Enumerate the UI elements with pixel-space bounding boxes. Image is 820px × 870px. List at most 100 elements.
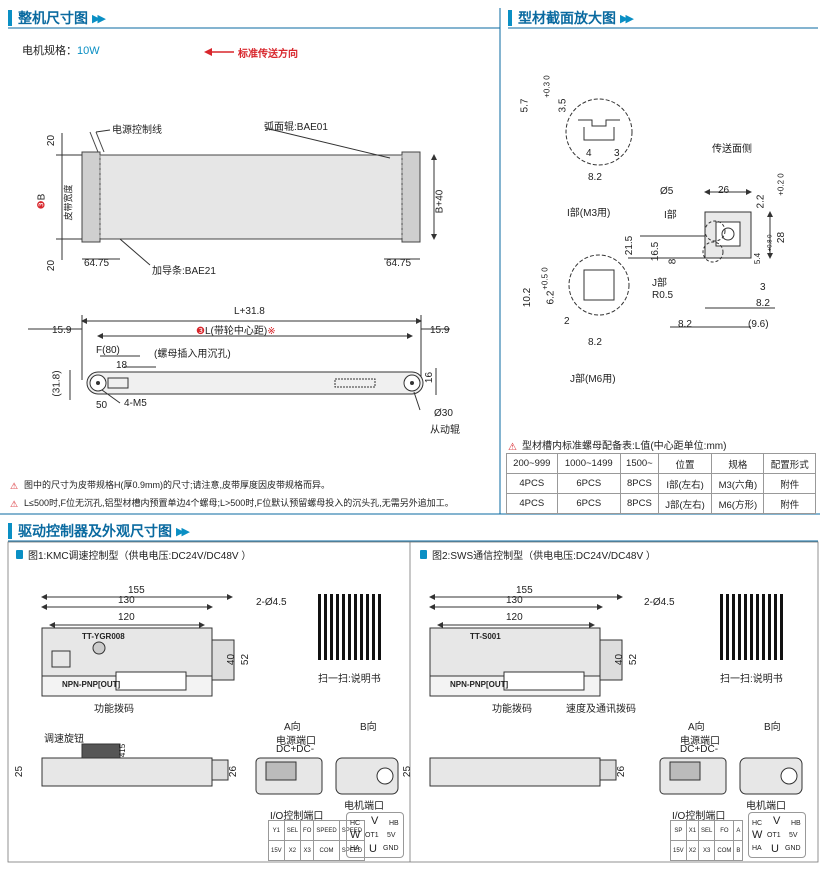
- label-dip: 功能拨码: [492, 704, 532, 715]
- label-dc: DC+DC-: [276, 744, 315, 755]
- cell: SPEED: [313, 820, 340, 841]
- section-title-controller: 驱动控制器及外观尺寸图▶▶: [8, 521, 190, 541]
- label-dip-speed: 速度及通讯拨码: [566, 704, 636, 715]
- note-2: ⚠L≤500时,F位无沉孔,铝型材槽内预置单边4个螺母;L>500时,F位默认预…: [10, 498, 454, 509]
- tol-54: +0.8 0: [767, 234, 774, 252]
- label-belt-width: 皮带宽度: [63, 184, 74, 221]
- dim-155: 155: [128, 585, 145, 596]
- profile-section: [565, 98, 775, 328]
- fig2-title: 图2:SWS通信控制型（供电电压:DC24V/DC48V ）: [420, 547, 656, 562]
- cell: 6PCS: [556, 473, 621, 494]
- label-roller: 弧面辊:BAE01: [264, 122, 328, 133]
- cell: X2: [283, 840, 302, 861]
- section-title-profile: 型材截面放大图▶▶: [508, 8, 634, 28]
- dim-18: 18: [116, 360, 128, 371]
- model-label: TT-S001: [470, 632, 501, 641]
- table-caption: ⚠型材槽内标准螺母配备表:L值(中心距单位:mm): [508, 441, 727, 453]
- dim-165: 16.5: [650, 241, 662, 262]
- section-title-overall: 整机尺寸图▶▶: [8, 8, 106, 28]
- label-i-part: I部(M3用): [567, 208, 611, 219]
- dim-159-left: 15.9: [52, 325, 72, 336]
- label-io-port: I/O控制端口: [270, 811, 324, 822]
- dim-82b: 8.2: [756, 298, 770, 309]
- label-dc: DC+DC-: [680, 744, 719, 755]
- cell: FO: [714, 820, 735, 841]
- dim-3a: 3: [614, 148, 620, 159]
- note-1: ⚠图中的尺寸为皮带规格H(厚0.9mm)的尺寸;请注意,皮带厚度因皮带规格而异。: [10, 480, 331, 491]
- motor-pin-diagram-1: V HC HB W OT1 5V HA U GND: [346, 812, 404, 858]
- table-row: 4PCS 6PCS 8PCS J部(左右) M6(方形) 附件: [506, 493, 816, 514]
- dim-holes: 2-Ø4.5: [256, 597, 287, 608]
- label-nut-hole: (螺母插入用沉孔): [154, 349, 231, 360]
- cell: 附件: [763, 493, 816, 514]
- label-dip: 功能拨码: [94, 704, 134, 715]
- motor-spec: 电机规格：10W: [22, 45, 100, 57]
- cell: A: [733, 820, 744, 841]
- cell: COM: [313, 840, 340, 861]
- cell: 6PCS: [556, 493, 621, 514]
- cell: M6(方形): [711, 493, 765, 514]
- label-guide: 加导条:BAE21: [152, 266, 216, 277]
- dim-40: 40: [226, 653, 238, 666]
- label-i-mark: I部: [664, 210, 677, 221]
- dim-82a: 8.2: [588, 172, 602, 183]
- dim-22: 2.2: [755, 194, 767, 209]
- dim-l-center: ❸L(带轮中心距)※: [196, 326, 276, 337]
- controller-fig1: [41, 594, 399, 795]
- th-3: 1500~: [619, 453, 659, 474]
- cell: 8PCS: [619, 493, 659, 514]
- dim-20-top: 20: [46, 134, 58, 147]
- nut-table: 200~999 1000~1499 1500~ 位置 规格 配置形式 4PCS …: [506, 453, 816, 514]
- dim-102: 10.2: [522, 287, 534, 308]
- th-2: 1000~1499: [556, 453, 621, 474]
- tol-102: +0.5 0: [540, 267, 550, 290]
- cell: 4PCS: [506, 473, 558, 494]
- label-a-dir: A向: [284, 722, 301, 733]
- dim-50: 50: [96, 400, 108, 411]
- dim-120: 120: [118, 612, 135, 623]
- dim-holes: 2-Ø4.5: [644, 597, 675, 608]
- conveyor-top-view: [56, 127, 437, 266]
- dim-120: 120: [506, 612, 523, 623]
- dim-25: 25: [14, 765, 26, 778]
- dim-52: 52: [240, 653, 252, 666]
- fig1-title: 图1:KMC调速控制型（供电电压:DC24V/DC48V ）: [16, 547, 251, 562]
- motor-pin-diagram-2: V HC HB W OT1 5V HA U GND: [748, 812, 806, 858]
- dim-d5: Ø5: [660, 186, 674, 197]
- label-scan: 扫一扫:说明书: [720, 674, 783, 685]
- cell: 15V: [268, 840, 285, 861]
- th-4: 位置: [657, 453, 713, 474]
- dim-215: 21.5: [624, 235, 636, 256]
- label-motor-port: 电机端口: [344, 801, 384, 812]
- dim-57: 5.7: [519, 98, 531, 113]
- dim-40: 40: [614, 653, 626, 666]
- cell: X2: [685, 840, 700, 861]
- label-motor-port: 电机端口: [746, 801, 786, 812]
- dim-54: 5.4: [753, 252, 763, 265]
- cell: X1: [685, 820, 700, 841]
- dim-belt-width: ❸B: [36, 193, 48, 210]
- cell: 附件: [763, 473, 816, 494]
- dim-6475-right: 64.75: [386, 258, 412, 269]
- model-label: TT-YGR008: [82, 632, 125, 641]
- tol-22: +0.2 0: [776, 173, 786, 196]
- cell: COM: [714, 840, 735, 861]
- cell: M3(六角): [711, 473, 765, 494]
- qr-code-1[interactable]: [318, 594, 384, 660]
- qr-code-2[interactable]: [720, 594, 786, 660]
- cell: 15V: [670, 840, 687, 861]
- tol-57: +0.3 0: [542, 75, 552, 98]
- cell: 4PCS: [506, 493, 558, 514]
- cell: B: [733, 840, 744, 861]
- cell: X3: [300, 840, 315, 861]
- cell: X3: [698, 840, 716, 861]
- dim-96: (9.6): [748, 319, 769, 330]
- label-conveying-side: 传送面侧: [712, 144, 752, 155]
- dim-62: 6.2: [545, 290, 557, 305]
- label-scan: 扫一扫:说明书: [318, 674, 381, 685]
- dim-130: 130: [506, 595, 523, 606]
- dim-26: 26: [228, 765, 240, 778]
- table-row: 4PCS 6PCS 8PCS I部(左右) M3(六角) 附件: [506, 473, 816, 494]
